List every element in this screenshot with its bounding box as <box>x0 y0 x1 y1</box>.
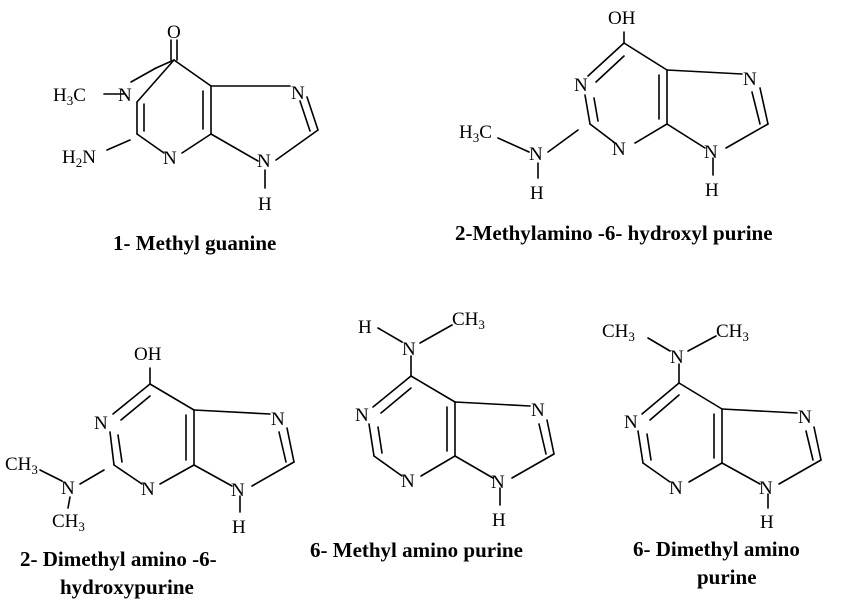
ring-nitrogen-label: N <box>401 471 415 492</box>
ring-nitrogen-label: N <box>669 478 683 499</box>
amino-nitrogen-label: N <box>670 347 684 368</box>
molecule-1-methyl-guanine: O N N N N H H3C H2N 1- Methyl guanine <box>53 22 319 255</box>
molecule-6-dimethylamino-purine: N CH3 CH3 N N N N H 6- Dimethyl amino pu… <box>602 321 822 589</box>
amino-hydrogen-label: H <box>530 183 544 204</box>
ring-nitrogen-label: N <box>531 400 545 421</box>
amino-nitrogen-label: N <box>529 144 543 165</box>
molecule-caption: 1- Methyl guanine <box>113 231 276 255</box>
ring-nitrogen-label: N <box>291 83 305 104</box>
methyl-group-label: CH3 <box>602 321 635 344</box>
ring-hydrogen-label: H <box>760 512 774 533</box>
ring-nitrogen-label: N <box>163 148 177 169</box>
ring-nitrogen-label: N <box>118 85 132 106</box>
molecule-6-methylamino-purine: N H CH3 N N N N H 6- Methyl amino purine <box>310 309 555 562</box>
molecule-caption: 2- Dimethyl amino -6- <box>20 547 217 571</box>
ring-nitrogen-label: N <box>704 142 718 163</box>
methyl-group-label: H3C <box>53 85 86 108</box>
molecule-caption: 6- Methyl amino purine <box>310 538 523 562</box>
hydroxyl-group-label: OH <box>134 344 162 365</box>
amino-nitrogen-label: N <box>61 478 75 499</box>
molecule-caption: hydroxypurine <box>60 575 194 599</box>
ring-nitrogen-label: N <box>257 151 271 172</box>
ring-hydrogen-label: H <box>492 510 506 531</box>
ring-nitrogen-label: N <box>743 69 757 90</box>
amino-hydrogen-label: H <box>358 317 372 338</box>
methyl-group-label: CH3 <box>716 321 749 344</box>
ring-hydrogen-label: H <box>705 180 719 201</box>
ring-nitrogen-label: N <box>574 75 588 96</box>
methyl-group-label: CH3 <box>5 454 38 477</box>
ring-nitrogen-label: N <box>798 407 812 428</box>
ring-nitrogen-label: N <box>94 413 108 434</box>
methyl-group-label: H3C <box>459 122 492 145</box>
molecule-caption: 2-Methylamino -6- hydroxyl purine <box>455 221 773 245</box>
ring-nitrogen-label: N <box>759 478 773 499</box>
ring-nitrogen-label: N <box>491 472 505 493</box>
methyl-group-label: CH3 <box>52 511 85 534</box>
ring-hydrogen-label: H <box>258 194 272 215</box>
molecule-2-dimethylamino-6-hydroxypurine: OH N N N N H N CH3 CH3 2- Dimethyl amino… <box>5 344 295 599</box>
ring-nitrogen-label: N <box>624 412 638 433</box>
molecule-caption: purine <box>697 565 757 589</box>
amino-nitrogen-label: N <box>402 339 416 360</box>
ring-nitrogen-label: N <box>141 479 155 500</box>
molecule-2-methylamino-6-hydroxyl-purine: OH N N N N H H3C N H 2-Methylamino -6- h… <box>455 8 773 245</box>
ring-nitrogen-label: N <box>271 409 285 430</box>
carbonyl-oxygen-label: O <box>167 22 181 43</box>
amino-group-label: H2N <box>62 147 96 170</box>
hydroxyl-group-label: OH <box>608 8 636 29</box>
ring-nitrogen-label: N <box>231 480 245 501</box>
methyl-group-label: CH3 <box>452 309 485 332</box>
ring-nitrogen-label: N <box>355 405 369 426</box>
molecule-caption: 6- Dimethyl amino <box>633 537 800 561</box>
ring-nitrogen-label: N <box>612 139 626 160</box>
ring-hydrogen-label: H <box>232 517 246 538</box>
